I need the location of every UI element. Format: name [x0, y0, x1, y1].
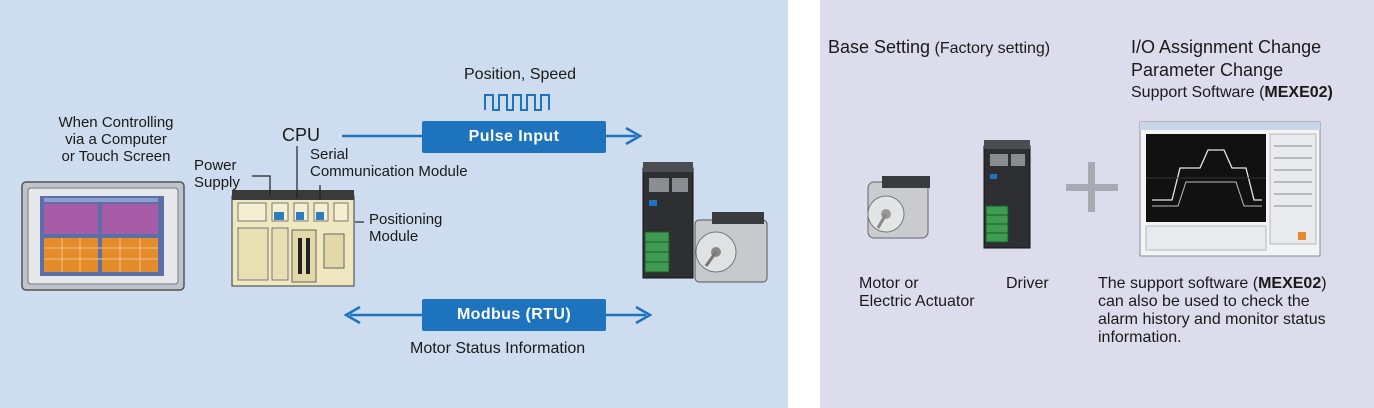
factory-setting-label: (Factory setting) [934, 40, 1051, 57]
pulse-wave-icon [484, 94, 550, 111]
software-window-icon [1139, 121, 1321, 257]
support-software-note: The support software (MEXE02) can also b… [1098, 275, 1327, 346]
driver-icon [983, 140, 1031, 249]
left-panel: When Controlling via a Computer or Touch… [0, 0, 788, 408]
computer-label: When Controlling via a Computer or Touch… [58, 114, 174, 165]
motor-status-label: Motor Status Information [410, 340, 586, 357]
parameter-change-label: Parameter Change [1131, 60, 1284, 80]
right-illustrations [867, 121, 1321, 257]
cpu-label: CPU [282, 125, 321, 145]
base-setting-label: Base Setting [828, 37, 931, 57]
motor-icon [867, 176, 930, 239]
driver-motor-icon [642, 162, 768, 283]
right-panel: Base Setting (Factory setting) I/O Assig… [820, 0, 1374, 408]
motor-label: Motor or Electric Actuator [859, 275, 975, 310]
modbus-badge: Modbus (RTU) [422, 299, 606, 331]
power-supply-leader [252, 175, 271, 196]
driver-label: Driver [1006, 275, 1049, 292]
modbus-arrow-right-icon [635, 305, 653, 325]
plus-icon [1066, 162, 1118, 212]
plc-icon [231, 190, 355, 287]
base-setting-heading: Base Setting (Factory setting) [828, 36, 1050, 58]
modbus-arrow-left-icon [343, 305, 361, 325]
touch-screen-icon [21, 181, 185, 291]
power-supply-label: Power Supply [194, 157, 240, 191]
support-software-label: Support Software (MEXE02) [1131, 84, 1333, 101]
positioning-module-label: Positioning Module [369, 211, 443, 245]
position-speed-label: Position, Speed [464, 66, 577, 83]
left-illustrations [21, 94, 768, 325]
io-assignment-label: I/O Assignment Change [1131, 37, 1322, 57]
serial-module-label: Serial Communication Module [310, 146, 468, 180]
pulse-input-badge: Pulse Input [422, 121, 606, 153]
pulse-arrow-head-icon [625, 126, 643, 146]
